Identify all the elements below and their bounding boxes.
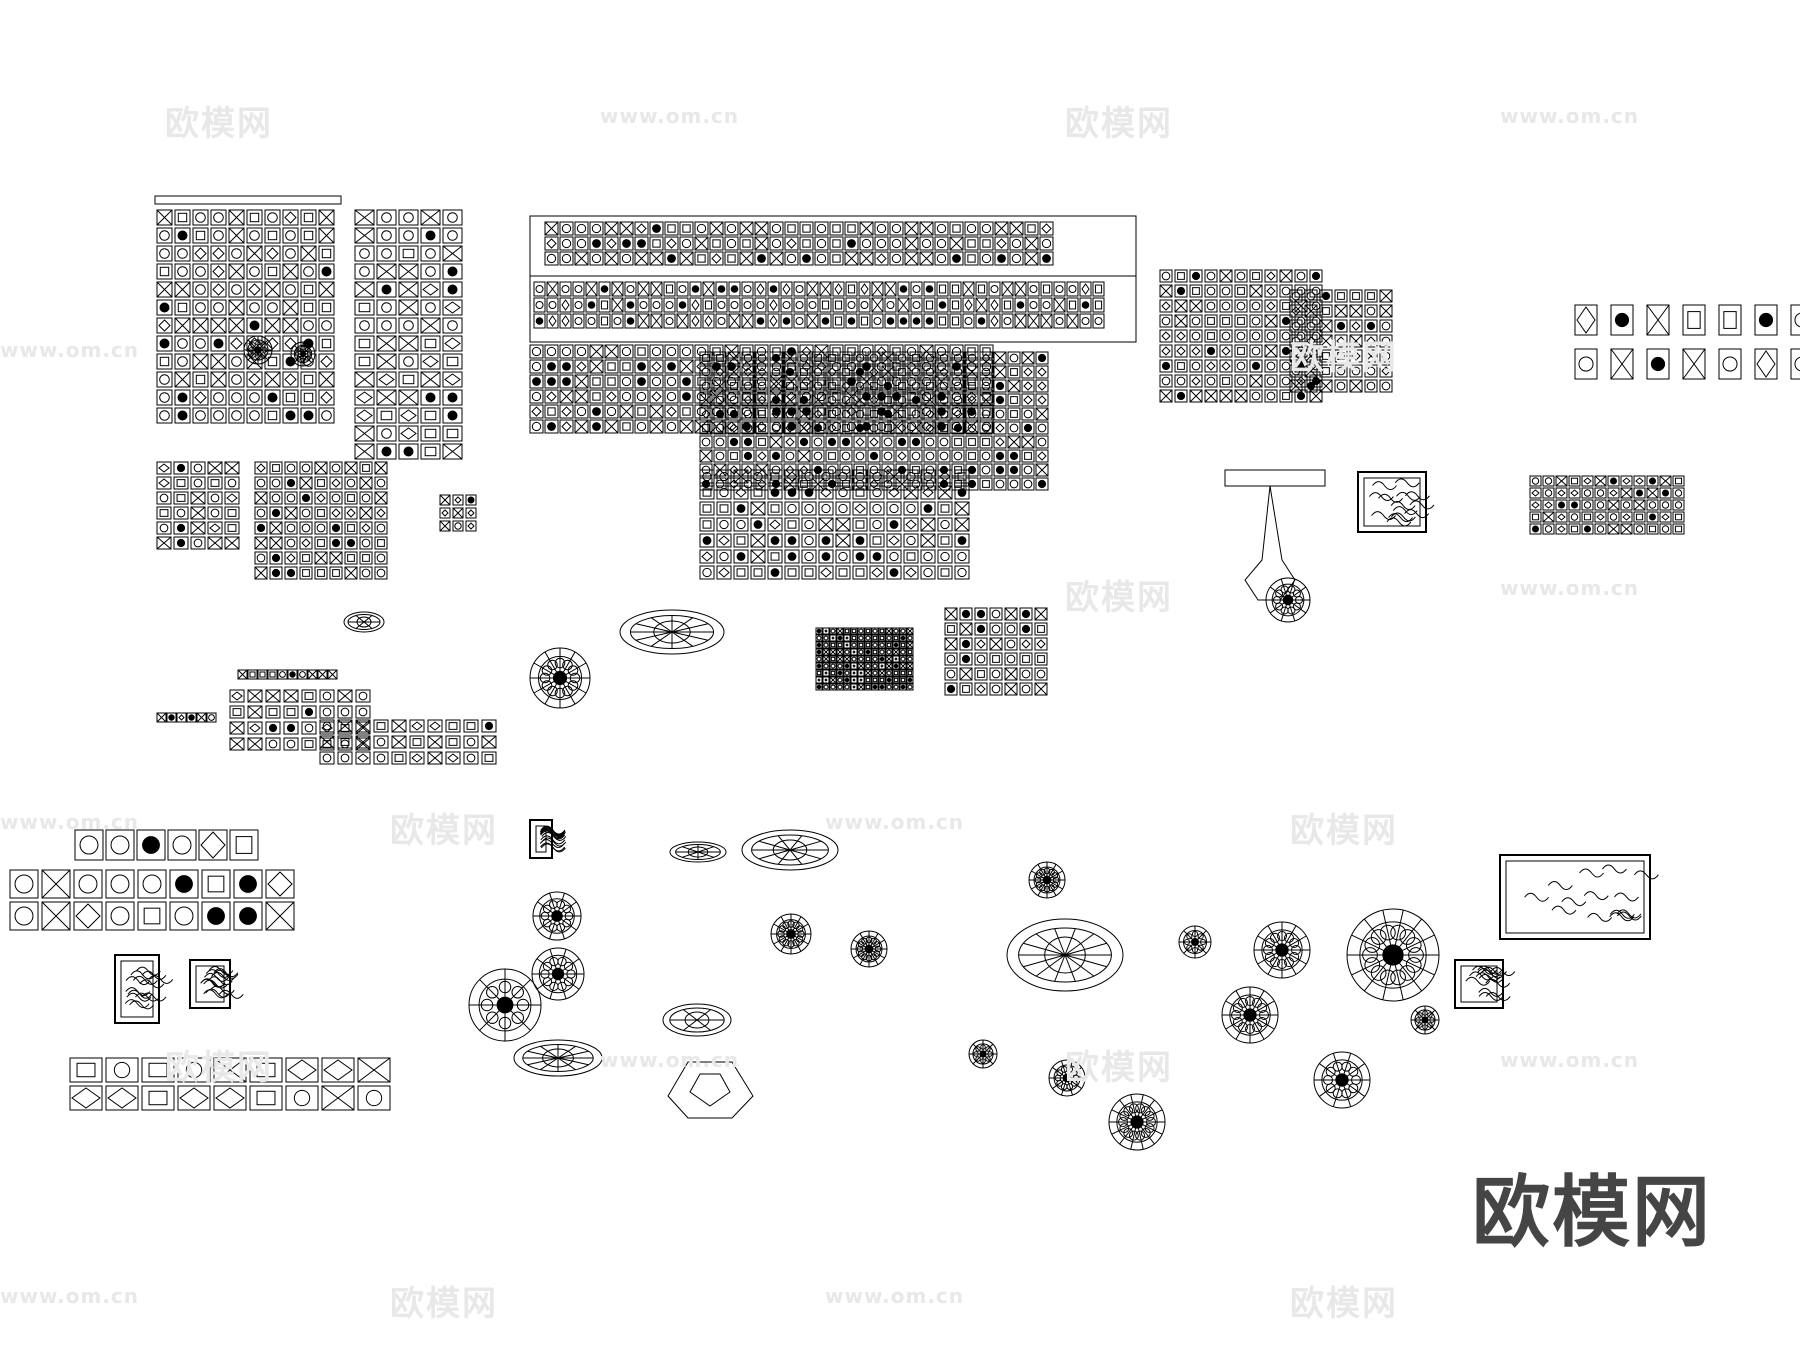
ellipse-medallion — [662, 1003, 732, 1037]
medallion — [1410, 1005, 1440, 1035]
lower-left-panels — [74, 829, 259, 861]
lower-left-panels — [69, 1057, 391, 1111]
medallion — [1221, 986, 1279, 1044]
brand-logo-text: 欧模网 — [1472, 1168, 1713, 1258]
hexagon-motif — [667, 1061, 754, 1119]
ellipse-medallion — [513, 1039, 603, 1077]
far-right-tiles — [1529, 475, 1685, 535]
tile-grid-b — [354, 209, 463, 460]
medallion — [770, 913, 812, 955]
lower-left-panels — [9, 869, 295, 931]
small-tiles-right — [1159, 269, 1323, 403]
medallion — [968, 1039, 998, 1069]
tile-grid-c — [156, 461, 240, 550]
ellipse-medallion — [619, 609, 725, 655]
strip-tiles — [156, 712, 217, 723]
mixed-tiles — [319, 719, 497, 765]
medallion — [468, 968, 542, 1042]
catalog-panels — [699, 351, 1049, 491]
catalog-band-frame — [529, 215, 1137, 343]
small-tiles-cluster — [1289, 289, 1393, 393]
medallion-small — [243, 335, 273, 365]
title-strip — [154, 195, 342, 205]
medallion — [1048, 1059, 1086, 1097]
ornament-panel — [189, 959, 244, 1009]
ellipse-medallion — [1006, 918, 1124, 992]
medallion — [531, 947, 585, 1001]
ornament-panel — [1454, 959, 1516, 1009]
mid-rect-panel — [815, 627, 914, 691]
medallion-small — [290, 341, 316, 367]
ellipse-medallion — [669, 841, 727, 863]
medallion — [1265, 577, 1311, 623]
door-panels — [1574, 304, 1800, 380]
medallion — [1108, 1093, 1166, 1151]
tile-grid-e — [439, 494, 477, 532]
medallion — [529, 647, 591, 709]
catalog-band-top — [544, 221, 1054, 266]
ornament-panel — [529, 819, 567, 859]
medallion — [1178, 925, 1212, 959]
tile-grid-d — [254, 461, 388, 580]
ornament-panel — [1499, 854, 1659, 940]
catalog-panels-lower — [699, 469, 970, 580]
strip-tiles — [237, 669, 338, 680]
medallion — [1253, 921, 1311, 979]
medallion — [1346, 908, 1440, 1002]
tree-motif — [1224, 469, 1326, 601]
medallion — [1028, 861, 1066, 899]
medallion — [1313, 1051, 1371, 1109]
catalog-band-mid — [533, 281, 1105, 329]
medallion — [532, 891, 582, 941]
ellipse-medallion — [343, 611, 385, 633]
tile-grid-a — [156, 209, 335, 424]
mid-small-grid — [944, 607, 1048, 696]
medallion — [850, 930, 888, 968]
ornament-panel — [114, 954, 174, 1024]
square-frame — [1357, 471, 1435, 533]
ellipse-medallion — [741, 829, 839, 871]
